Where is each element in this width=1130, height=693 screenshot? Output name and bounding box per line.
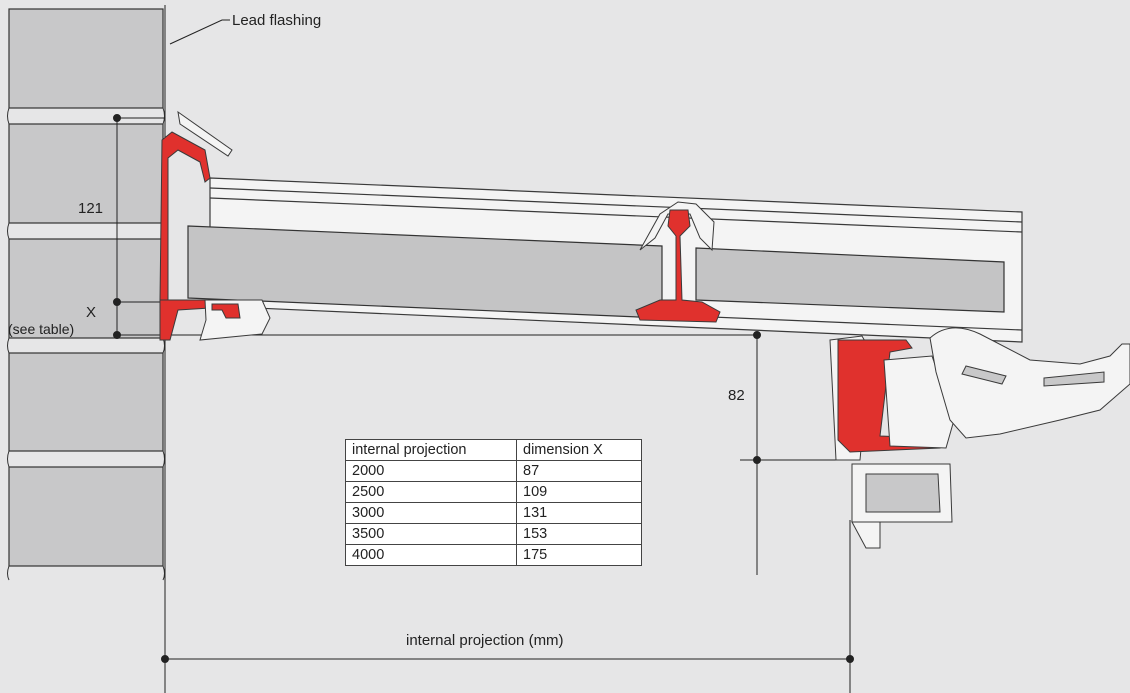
table-cell: 2500	[345, 481, 517, 503]
table-cell: 3000	[345, 502, 517, 524]
see-table-label: (see table)	[8, 321, 75, 337]
table-cell: 4000	[345, 544, 517, 566]
extension-lines	[114, 5, 851, 693]
dimension-lines	[113, 114, 854, 663]
table-cell: 175	[516, 544, 642, 566]
table-cell: 87	[516, 460, 642, 482]
table-cell: 131	[516, 502, 642, 524]
column-header: internal projection	[345, 439, 517, 461]
brick	[8, 123, 164, 224]
gutter-slot	[961, 365, 1007, 385]
dimension-121-label: 121	[78, 200, 104, 217]
brick	[8, 8, 164, 109]
brick	[8, 352, 164, 452]
glazing-panes	[187, 225, 1005, 319]
dimension-x-label: X	[86, 304, 97, 321]
table-row: 2500 109	[345, 481, 642, 503]
internal-projection-label: internal projection (mm)	[406, 632, 564, 649]
eaves-beam-profile	[829, 335, 955, 549]
gutter-slot	[1043, 371, 1105, 387]
gutter-profile	[929, 327, 1130, 439]
table-cell: 3500	[345, 523, 517, 545]
brick	[8, 238, 164, 339]
table-cell: 109	[516, 481, 642, 503]
lead-flashing-leader	[169, 19, 230, 45]
table-cell: 2000	[345, 460, 517, 482]
table-row: 4000 175	[345, 544, 642, 566]
table-header-row: internal projection dimension X	[345, 439, 642, 461]
brick-wall	[8, 8, 164, 567]
glazing-bar-profile	[635, 201, 721, 323]
table-row: 2000 87	[345, 460, 642, 482]
dimension-table: internal projection dimension X 2000 87 …	[345, 439, 642, 566]
brick	[8, 466, 164, 567]
wall-plate-profile	[159, 110, 271, 341]
dimension-82-label: 82	[728, 387, 745, 404]
table-cell: 153	[516, 523, 642, 545]
table-row: 3500 153	[345, 523, 642, 545]
column-header: dimension X	[516, 439, 642, 461]
lead-flashing-label: Lead flashing	[232, 12, 322, 29]
table-row: 3000 131	[345, 502, 642, 524]
